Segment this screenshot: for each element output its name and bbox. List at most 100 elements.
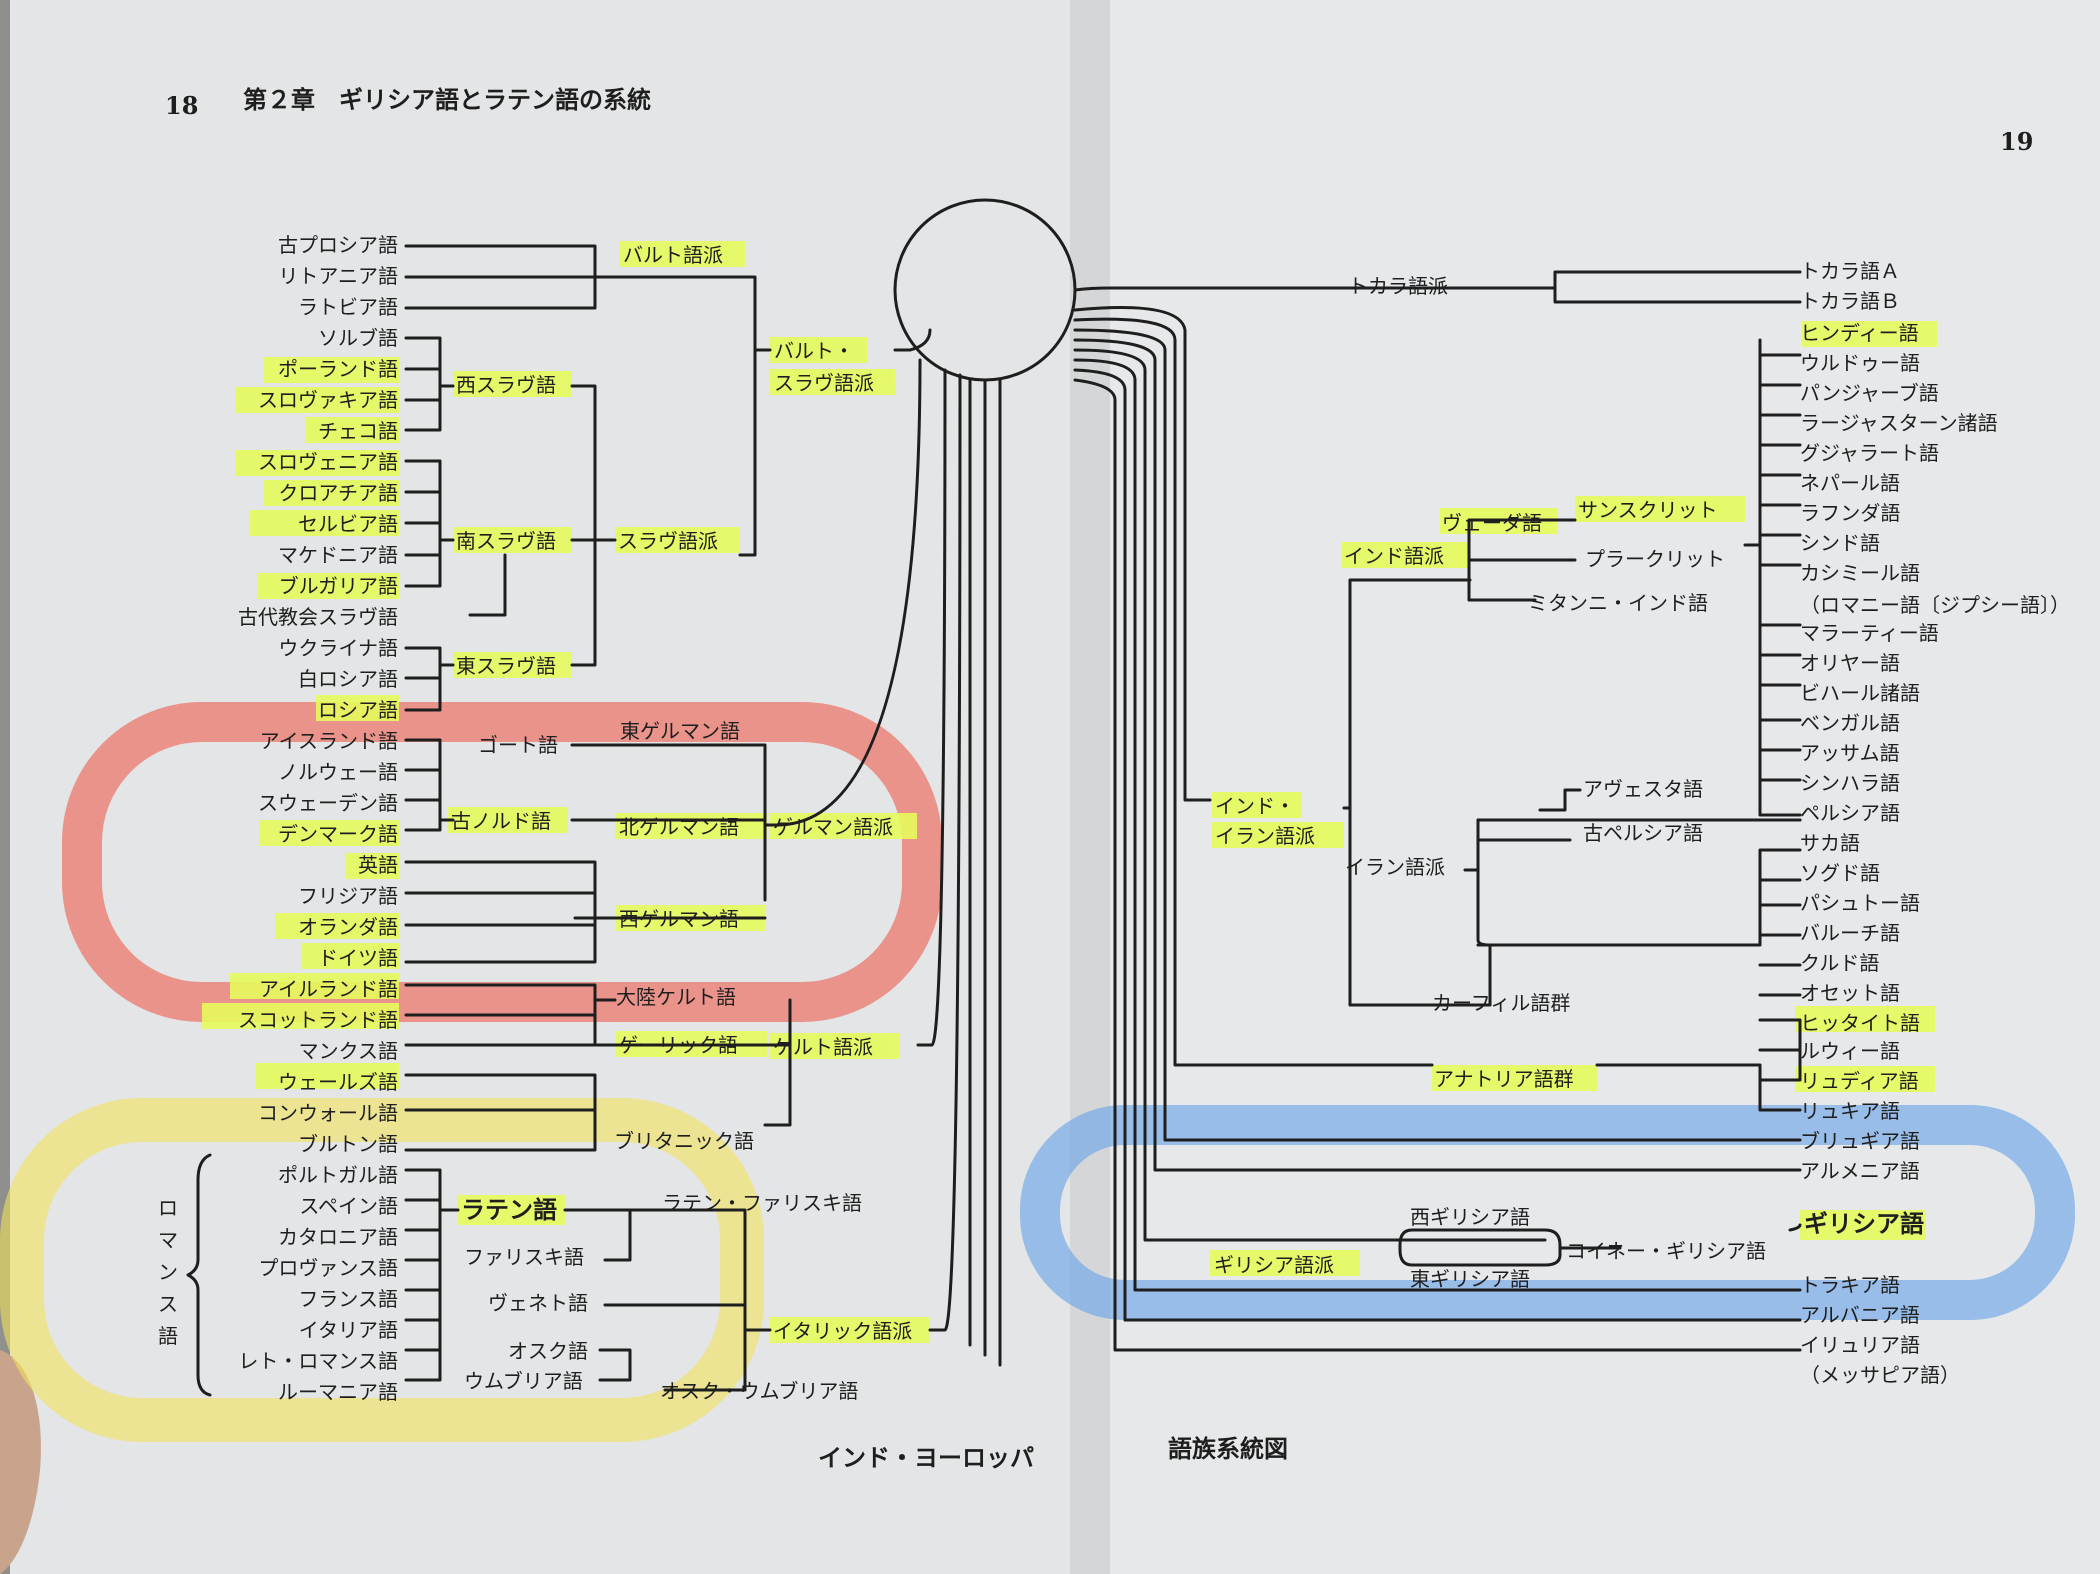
group-west-slavic: 西スラヴ語 xyxy=(456,373,556,397)
language-albanian: アルバニア語 xyxy=(1800,1303,1920,1327)
language-pashto: パシュトー語 xyxy=(1800,891,1920,915)
language-norwegian: ノルウェー語 xyxy=(278,760,398,784)
language-romanian: ルーマニア語 xyxy=(278,1380,398,1404)
group-latino-faliscan: ラテン・ファリスキ語 xyxy=(662,1191,862,1215)
group-east-germanic: 東ゲルマン語 xyxy=(620,719,740,743)
language-ossetian: オセット語 xyxy=(1800,981,1900,1005)
group-gothic: ゴート語 xyxy=(478,733,558,757)
language-bihari: ビハール諸語 xyxy=(1800,681,1920,705)
yellow-marker-circle xyxy=(0,1098,764,1442)
language-croatian: クロアチア語 xyxy=(278,481,398,505)
language-sogdian: ソグド語 xyxy=(1800,861,1880,885)
chapter-title: 第２章 ギリシア語とラテン語の系統 xyxy=(243,85,651,114)
language-cornish: コンウォール語 xyxy=(258,1101,398,1125)
right-language-labels: トカラ語Ａトカラ語Ｂヒンディー語ウルドゥー語パンジャーブ語ラージャスターン諸語グ… xyxy=(1800,259,2070,1387)
language-punjabi: パンジャーブ語 xyxy=(1800,381,1939,405)
group-old-norse: 古ノルド語 xyxy=(451,809,551,833)
red-marker-circle xyxy=(62,702,942,1022)
group-sanskrit: サンスクリット xyxy=(1578,498,1718,522)
language-assamese: アッサム語 xyxy=(1800,741,1900,765)
group-indo-iranian-1: インド・ xyxy=(1215,794,1295,818)
group-north-germanic: 北ゲルマン語 xyxy=(619,815,739,839)
romance-char: ス xyxy=(158,1292,178,1316)
thumb xyxy=(0,1350,41,1574)
right-page-number: 19 xyxy=(2000,127,2033,156)
language-thracian: トラキア語 xyxy=(1800,1273,1900,1297)
language-irish: アイルランド語 xyxy=(259,977,398,1001)
language-dutch: オランダ語 xyxy=(298,915,398,939)
language-catalan: カタロニア語 xyxy=(278,1225,398,1249)
language-portuguese: ポルトガル語 xyxy=(278,1163,398,1187)
group-brittonic: ブリタニック語 xyxy=(614,1129,754,1153)
language-slovak: スロヴァキア語 xyxy=(258,388,398,412)
language-lithuanian: リトアニア語 xyxy=(278,264,398,288)
romance-char: 語 xyxy=(158,1324,178,1348)
group-faliscan: ファリスキ語 xyxy=(464,1245,584,1269)
group-osco-umbrian: オスク・ウムブリア語 xyxy=(660,1379,858,1403)
language-bengali: ベンガル語 xyxy=(1800,711,1900,735)
language-rhaeto: レト・ロマンス語 xyxy=(238,1349,398,1373)
language-tocharian-b: トカラ語Ｂ xyxy=(1800,289,1900,313)
language-danish: デンマーク語 xyxy=(278,822,398,846)
language-church-slavonic: 古代教会スラヴ語 xyxy=(238,605,398,629)
language-luwian: ルウィー語 xyxy=(1800,1039,1900,1063)
group-old-persian: 古ペルシア語 xyxy=(1583,821,1703,845)
language-belarusian: 白ロシア語 xyxy=(298,667,398,691)
language-french: フランス語 xyxy=(298,1287,398,1311)
language-spanish: スペイン語 xyxy=(299,1194,398,1218)
group-west-germanic: 西ゲルマン語 xyxy=(619,907,739,931)
language-nepali: ネパール語 xyxy=(1800,471,1900,495)
language-rajasthani: ラージャスターン諸語 xyxy=(1800,411,1998,435)
group-gaelic: ゲーリック語 xyxy=(618,1033,738,1057)
language-saka: サカ語 xyxy=(1800,831,1860,855)
caption-left: インド・ヨーロッパ xyxy=(818,1444,1034,1472)
group-vedic: ヴェーダ語 xyxy=(1442,511,1542,535)
language-baluchi: バルーチ語 xyxy=(1800,921,1900,945)
romance-char: ロ xyxy=(158,1196,178,1220)
romance-char: ン xyxy=(158,1260,178,1284)
group-oscan: オスク語 xyxy=(508,1339,588,1363)
group-mitanni: ミタンニ・インド語 xyxy=(1528,591,1708,615)
group-tocharian: トカラ語派 xyxy=(1348,274,1448,298)
language-phrygian: ブリュギア語 xyxy=(1800,1129,1920,1153)
language-swedish: スウェーデン語 xyxy=(258,791,398,815)
language-romani: （ロマニー語〔ジプシー語〕） xyxy=(1800,593,2070,617)
group-balto-slavic-2: スラヴ語派 xyxy=(774,371,874,395)
language-macedonian: マケドニア語 xyxy=(278,543,398,567)
group-continental-celtic: 大陸ケルト語 xyxy=(616,985,736,1009)
language-urdu: ウルドゥー語 xyxy=(1800,351,1920,375)
group-balto-slavic-1: バルト・ xyxy=(774,339,854,363)
romance-brace xyxy=(186,1153,212,1397)
language-lydian: リュディア語 xyxy=(1800,1069,1919,1093)
language-oriya: オリヤー語 xyxy=(1800,651,1900,675)
highlights xyxy=(202,241,1937,1343)
group-east-slavic: 東スラヴ語 xyxy=(456,654,556,678)
caption-right: 語族系統図 xyxy=(1168,1435,1288,1463)
group-avestan: アヴェスタ語 xyxy=(1583,777,1703,801)
language-serbian: セルビア語 xyxy=(298,512,398,536)
book-gutter xyxy=(1070,0,1110,1574)
right-group-labels: トカラ語派ヴェーダ語サンスクリットプラークリットインド語派ミタンニ・インド語アヴ… xyxy=(1214,274,1766,1291)
language-lycian: リュキア語 xyxy=(1800,1099,1900,1123)
language-greek: ギリシア語 xyxy=(1804,1209,1924,1238)
romance-vertical-label: ロマンス語 xyxy=(158,1153,212,1397)
language-tocharian-a: トカラ語Ａ xyxy=(1800,259,1900,283)
language-sorbian: ソルブ語 xyxy=(318,326,398,350)
group-baltic: バルト語派 xyxy=(623,243,723,267)
language-sindhi: シンド語 xyxy=(1800,531,1880,555)
language-breton: ブルトン語 xyxy=(298,1132,398,1156)
left-group-labels: バルト語派バルト・スラヴ語派西スラヴ語南スラヴ語スラヴ語派東スラヴ語ゴート語東ゲ… xyxy=(451,243,912,1403)
language-hindi: ヒンディー語 xyxy=(1800,321,1919,345)
language-latvian: ラトビア語 xyxy=(298,295,398,319)
group-hellenic: ギリシア語派 xyxy=(1214,1253,1334,1277)
language-italian: イタリア語 xyxy=(299,1318,398,1342)
group-prakrit: プラークリット xyxy=(1585,547,1725,571)
language-czech: チェコ語 xyxy=(318,419,398,443)
language-persian: ペルシア語 xyxy=(1800,801,1900,825)
group-south-slavic: 南スラヴ語 xyxy=(456,529,556,553)
group-kafiri: カーフィル語群 xyxy=(1432,991,1570,1015)
language-messapian: （メッサピア語） xyxy=(1800,1363,1960,1387)
group-latin: ラテン語 xyxy=(461,1195,557,1224)
left-page-number: 18 xyxy=(165,91,198,120)
language-hittite: ヒッタイト語 xyxy=(1800,1011,1920,1035)
